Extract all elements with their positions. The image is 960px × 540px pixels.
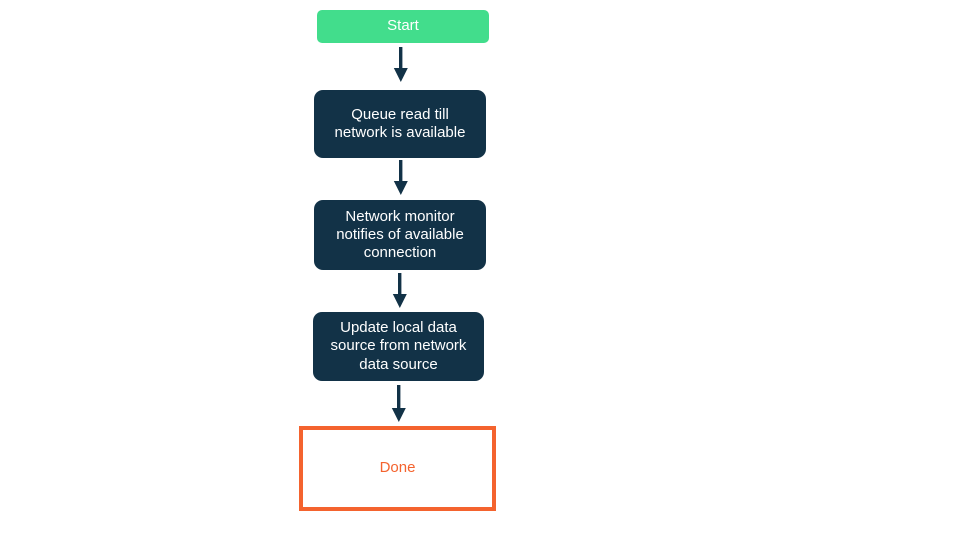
flowchart-node-update-local-data[interactable]: Update local data source from network da… [313, 312, 484, 381]
flowchart-node-start[interactable]: Start [317, 10, 489, 43]
flowchart-arrow-update-to-done [391, 385, 406, 422]
flowchart-arrow-monitor-to-update [392, 273, 407, 308]
flowchart-node-done[interactable]: Done [299, 426, 496, 511]
flowchart-node-network-monitor[interactable]: Network monitor notifies of available co… [314, 200, 486, 270]
flowchart-arrow-queue-to-monitor [393, 160, 408, 195]
flowchart-arrow-start-to-queue [393, 47, 408, 82]
flowchart-node-queue-read[interactable]: Queue read till network is available [314, 90, 486, 158]
